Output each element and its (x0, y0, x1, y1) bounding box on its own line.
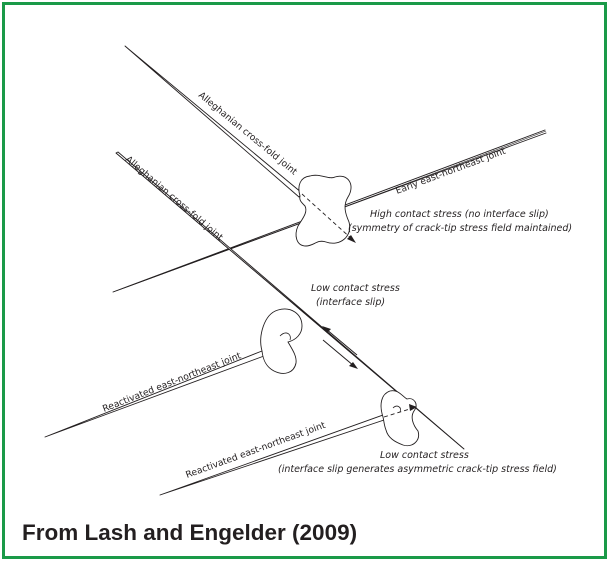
annotation-low-stress-bottom-2: (interface slip generates asymmetric cra… (278, 464, 557, 475)
annotation-low-stress-bottom-1: Low contact stress (380, 450, 469, 461)
reactivated-ene-joint-bottom (160, 415, 384, 495)
label-cross-fold-upper: Alleghanian cross-fold joint (196, 90, 299, 178)
stress-field-lobe-upper (296, 175, 351, 246)
stress-field-lobe-bottom (381, 391, 419, 446)
annotation-high-stress-2: (symmetry of crack-tip stress field main… (348, 223, 572, 234)
label-reactivated-left: Reactivated east-northeast joint (101, 350, 243, 415)
label-cross-fold-lower: Alleghanian cross-fold joint (123, 154, 225, 243)
stress-field-lobe-left (261, 309, 302, 373)
label-early-ene: Early east-northeast joint (394, 146, 507, 197)
annotation-low-stress-mid-2: (interface slip) (316, 297, 385, 308)
slip-arrow-upper (326, 329, 357, 355)
annotation-high-stress-1: High contact stress (no interface slip) (370, 209, 549, 220)
annotation-low-stress-mid-1: Low contact stress (311, 283, 400, 294)
figure-credit: From Lash and Engelder (2009) (22, 520, 357, 546)
slip-arrow-lower (323, 340, 354, 366)
